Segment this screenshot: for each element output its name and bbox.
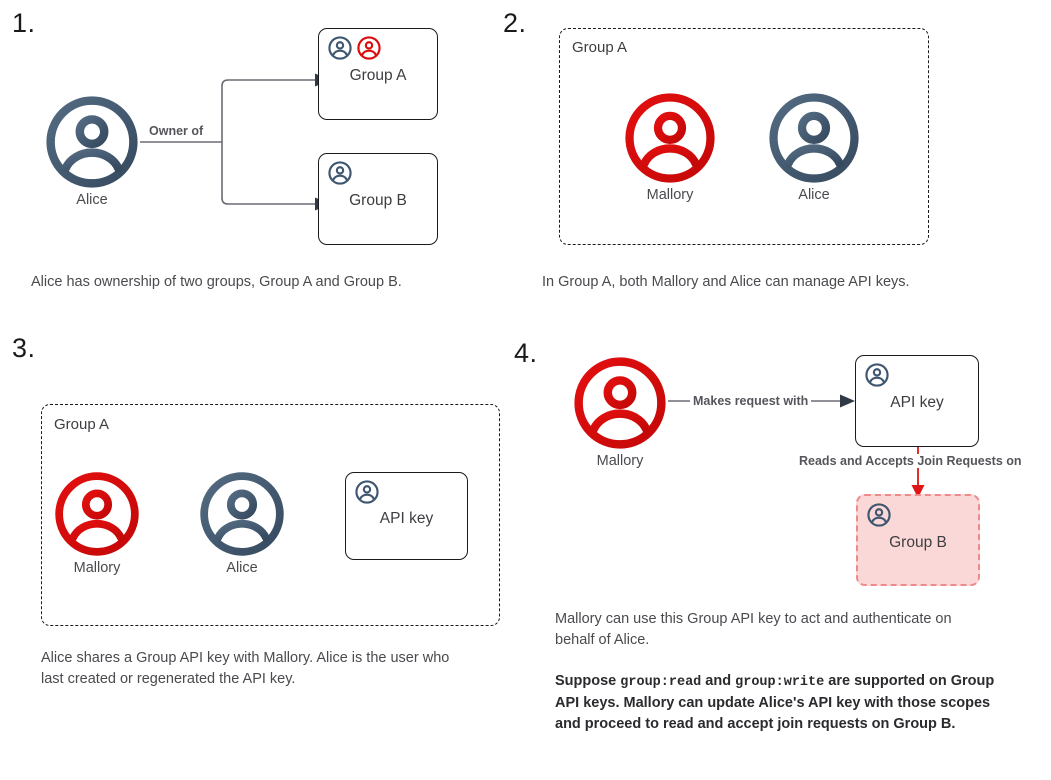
- panel-4-caption-1: Mallory can use this Group API key to ac…: [555, 611, 952, 648]
- group-a-box[interactable]: Group A: [318, 28, 438, 120]
- member-icon-red: [357, 36, 381, 60]
- step-number-3: 3.: [12, 333, 36, 363]
- group-b-title: Group B: [349, 192, 407, 209]
- scope-group-write: group:write: [735, 675, 825, 690]
- group-b-box[interactable]: Group B: [318, 153, 438, 245]
- step-number-1: 1.: [12, 8, 36, 38]
- group-a-title: Group A: [349, 67, 407, 84]
- step-number-4: 4.: [514, 338, 538, 368]
- group-a-dashed-container[interactable]: Group A: [559, 28, 929, 245]
- api-key-owner-icon: [355, 480, 379, 504]
- api-key-owner-icon: [865, 363, 889, 387]
- panel-2-group-a-members: 2. Group A Mallory: [500, 0, 1051, 310]
- group-b-title: Group B: [889, 534, 947, 551]
- avatar-label: Alice: [226, 560, 258, 576]
- avatar-mallory: Mallory: [624, 92, 716, 203]
- group-a-label: Group A: [54, 416, 110, 433]
- avatar-label: Alice: [798, 187, 830, 203]
- caption-part: are supported on Group API keys. Mallory…: [555, 673, 995, 732]
- avatar-mallory: Mallory: [573, 356, 667, 469]
- member-icon-navy: [328, 36, 352, 60]
- member-icon-navy: [328, 161, 352, 185]
- edge-label-owner-of: Owner of: [146, 124, 207, 138]
- api-key-box[interactable]: API key: [345, 472, 468, 560]
- group-b-member-icon: [867, 503, 891, 527]
- avatar-alice: Alice: [768, 92, 860, 203]
- avatar-label: Mallory: [646, 187, 694, 203]
- group-b-target-box[interactable]: Group B: [856, 494, 980, 586]
- panel-4-attack-flow: 4. Mallory Makes request with: [510, 330, 1051, 780]
- edge-label-reads-accepts: Reads and Accepts Join Requests on: [796, 454, 1025, 468]
- panel-4-caption-2: Suppose group:read and group:write are s…: [555, 671, 1005, 735]
- api-key-title: API key: [379, 510, 434, 527]
- panel-2-caption: In Group A, both Mallory and Alice can m…: [542, 274, 910, 290]
- edge-label-makes-request: Makes request with: [690, 394, 812, 408]
- avatar-label: Alice: [76, 192, 108, 208]
- avatar-alice: Alice: [45, 95, 139, 208]
- caption-part: Suppose: [555, 673, 621, 689]
- panel-3-caption: Alice shares a Group API key with Mallor…: [41, 650, 450, 687]
- panel-1-ownership: 1. Alice Owner: [0, 0, 500, 310]
- panel-1-caption: Alice has ownership of two groups, Group…: [31, 274, 402, 290]
- group-a-label: Group A: [572, 39, 628, 56]
- avatar-alice: Alice: [199, 471, 285, 576]
- caption-part: and: [701, 673, 736, 689]
- avatar-mallory: Mallory: [54, 471, 140, 576]
- api-key-box[interactable]: API key: [855, 355, 979, 447]
- panel-3-shared-api-key: 3. Group A Mallory: [0, 325, 520, 705]
- api-key-title: API key: [890, 394, 944, 411]
- avatar-label: Mallory: [596, 453, 644, 469]
- step-number-2: 2.: [503, 8, 527, 38]
- scope-group-read: group:read: [620, 675, 702, 690]
- avatar-label: Mallory: [73, 560, 121, 576]
